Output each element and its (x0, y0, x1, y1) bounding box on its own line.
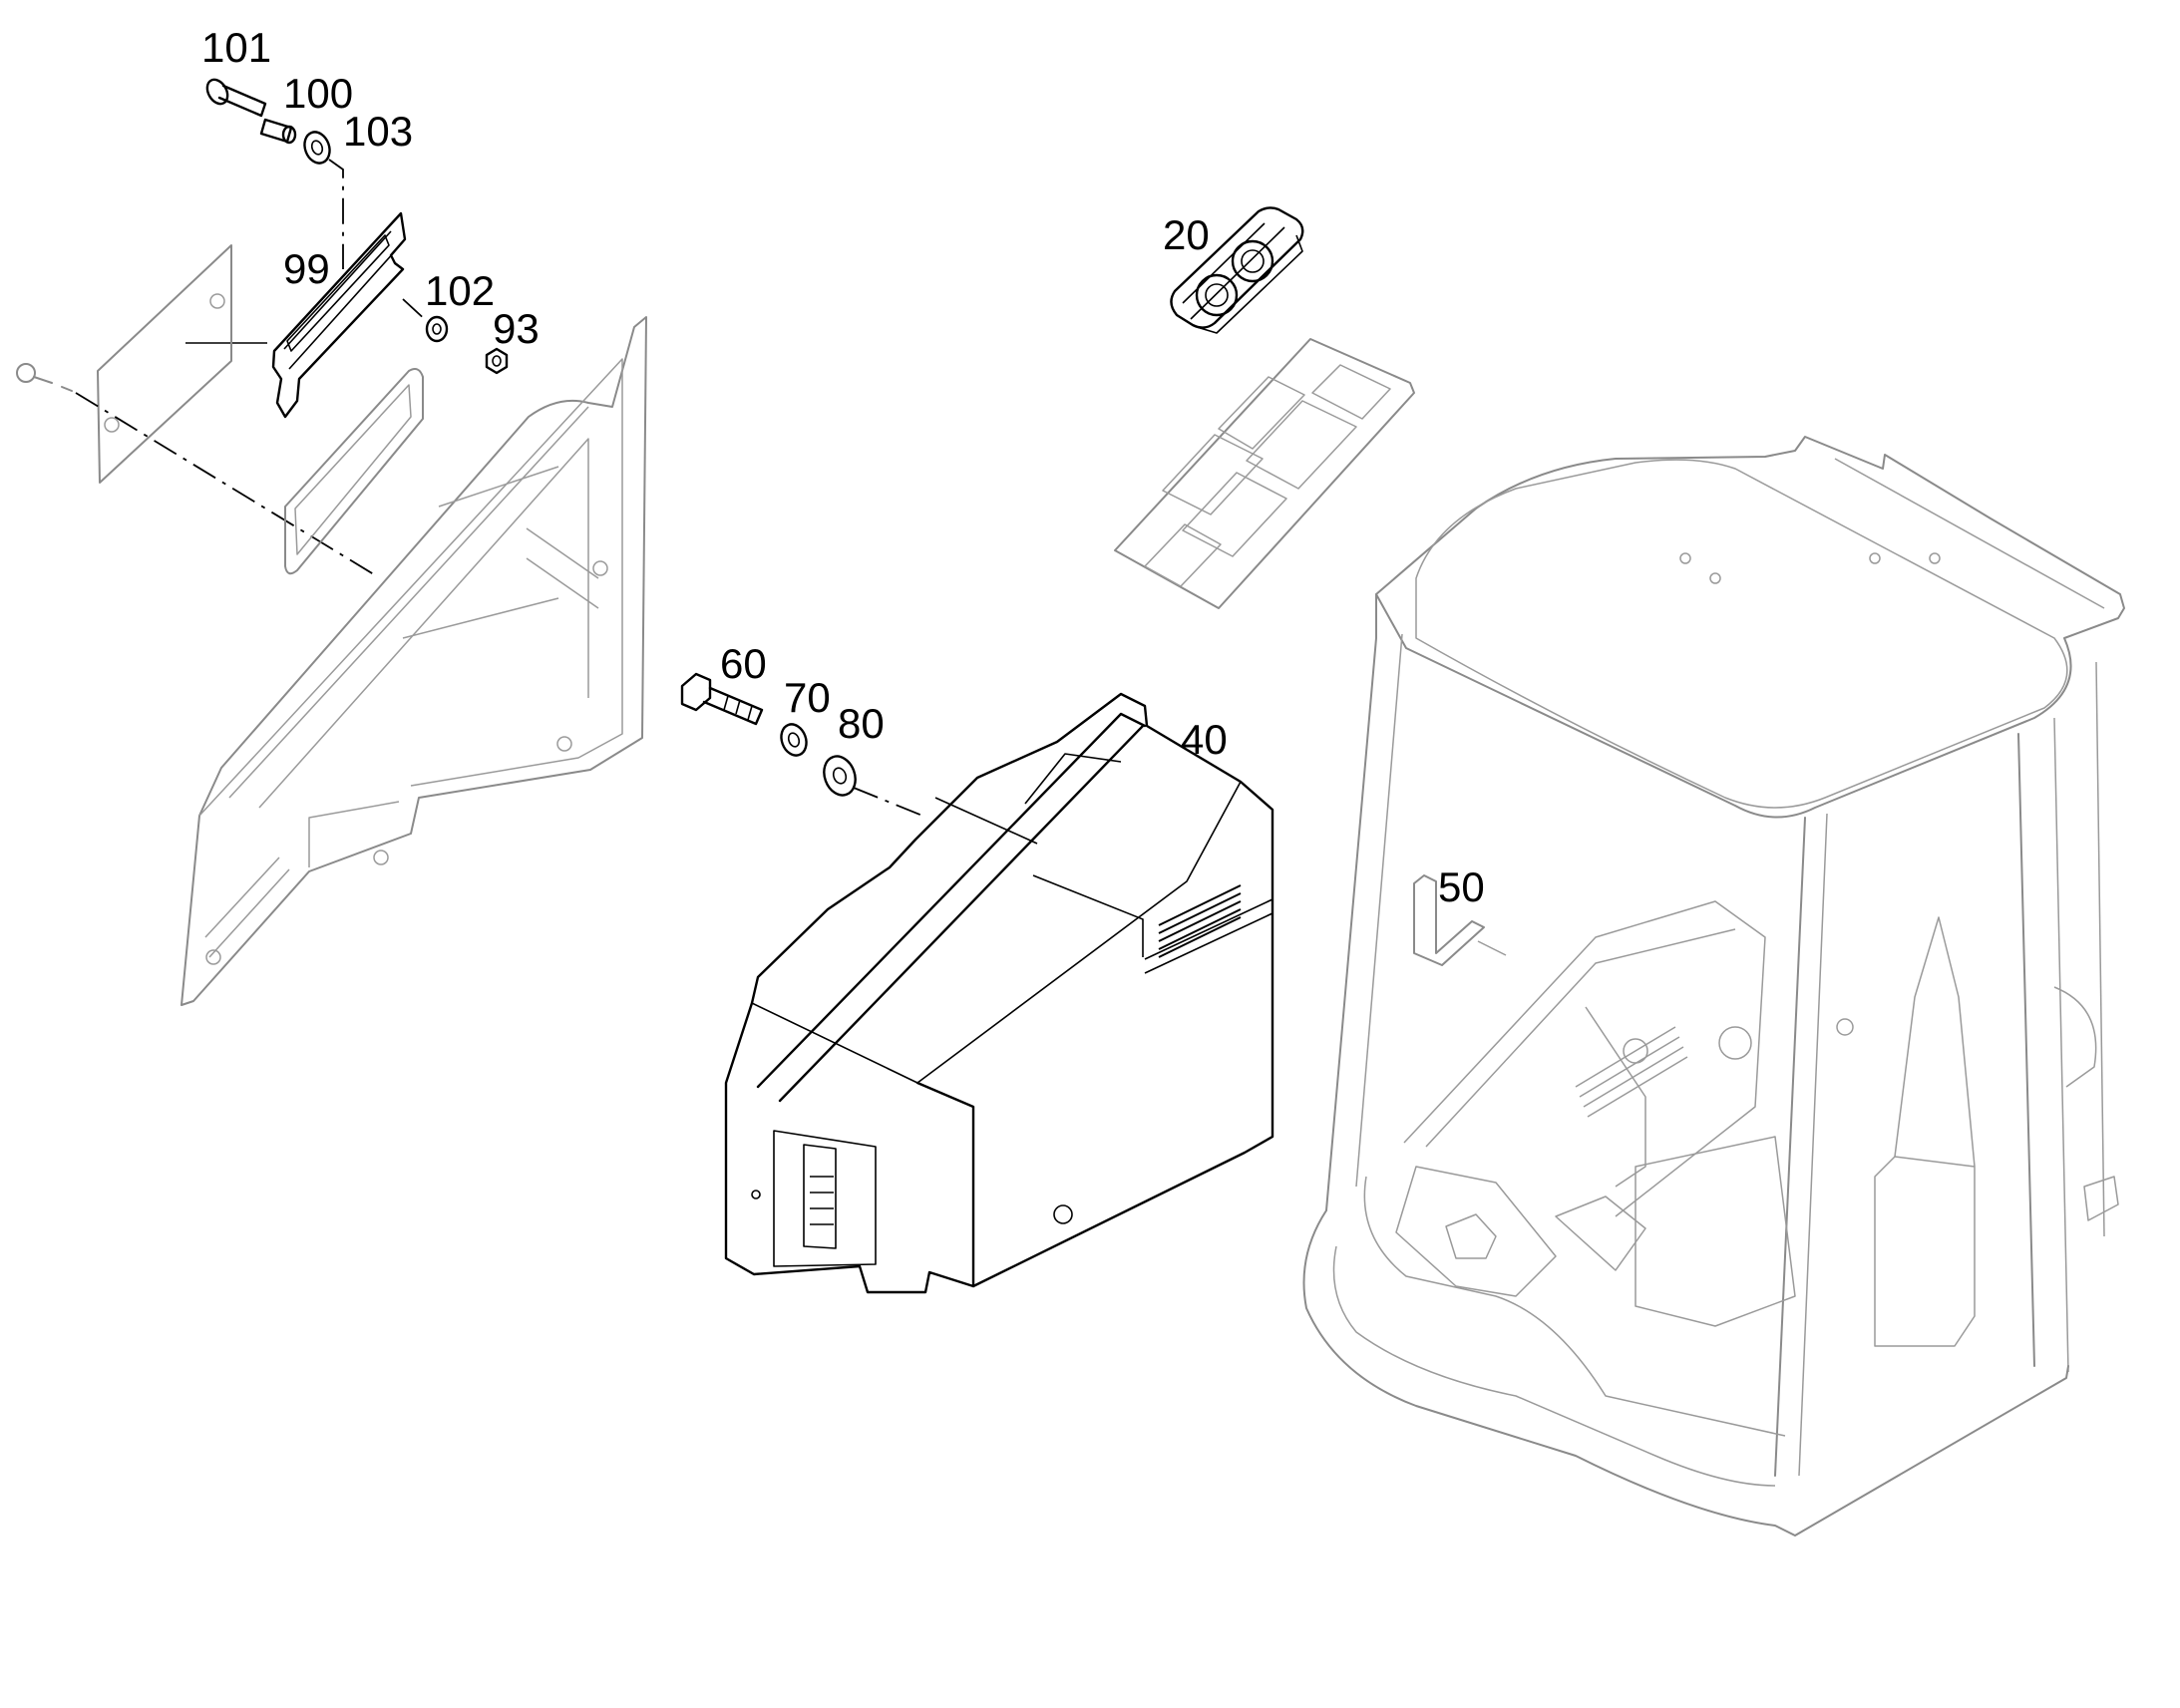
washer-70-part (780, 723, 808, 757)
washer-103-part (303, 131, 331, 165)
callout-80: 80 (838, 700, 885, 747)
callout-100: 100 (283, 70, 353, 117)
callout-103: 103 (343, 108, 413, 155)
callout-40: 40 (1181, 716, 1228, 763)
callout-99: 99 (283, 245, 330, 292)
leader-50 (1477, 940, 1507, 956)
callout-70: 70 (784, 674, 831, 721)
cover-plate-part (97, 244, 232, 484)
cab-part (1302, 436, 2125, 1537)
washer-80-part (823, 755, 857, 797)
bolt-101-part (205, 78, 267, 118)
callout-50: 50 (1438, 863, 1485, 910)
hatch-grille (1158, 884, 1242, 958)
callout-102: 102 (425, 267, 495, 314)
callout-93: 93 (493, 305, 540, 352)
plate-99-part (271, 211, 407, 419)
nut-93-part (485, 347, 509, 375)
callout-60: 60 (720, 640, 767, 687)
callout-20: 20 (1163, 211, 1210, 258)
callout-101: 101 (201, 24, 271, 71)
centerline-cover (75, 392, 378, 577)
washer-102-part (425, 315, 449, 343)
leader-103-to-plate (328, 159, 344, 269)
screw-part (16, 363, 73, 392)
filter-plate-part (1114, 338, 1415, 609)
gasket-frame-part (284, 368, 424, 575)
bolt-60-part (680, 672, 764, 726)
leader-80-to-box (853, 787, 928, 819)
leader-102 (402, 298, 430, 324)
housing-part (181, 316, 647, 1006)
vent-20-part (1170, 206, 1304, 334)
sleeve-100-part (259, 118, 297, 145)
bracket-50-part (1413, 874, 1485, 966)
heater-box-40-part (724, 692, 1274, 1294)
